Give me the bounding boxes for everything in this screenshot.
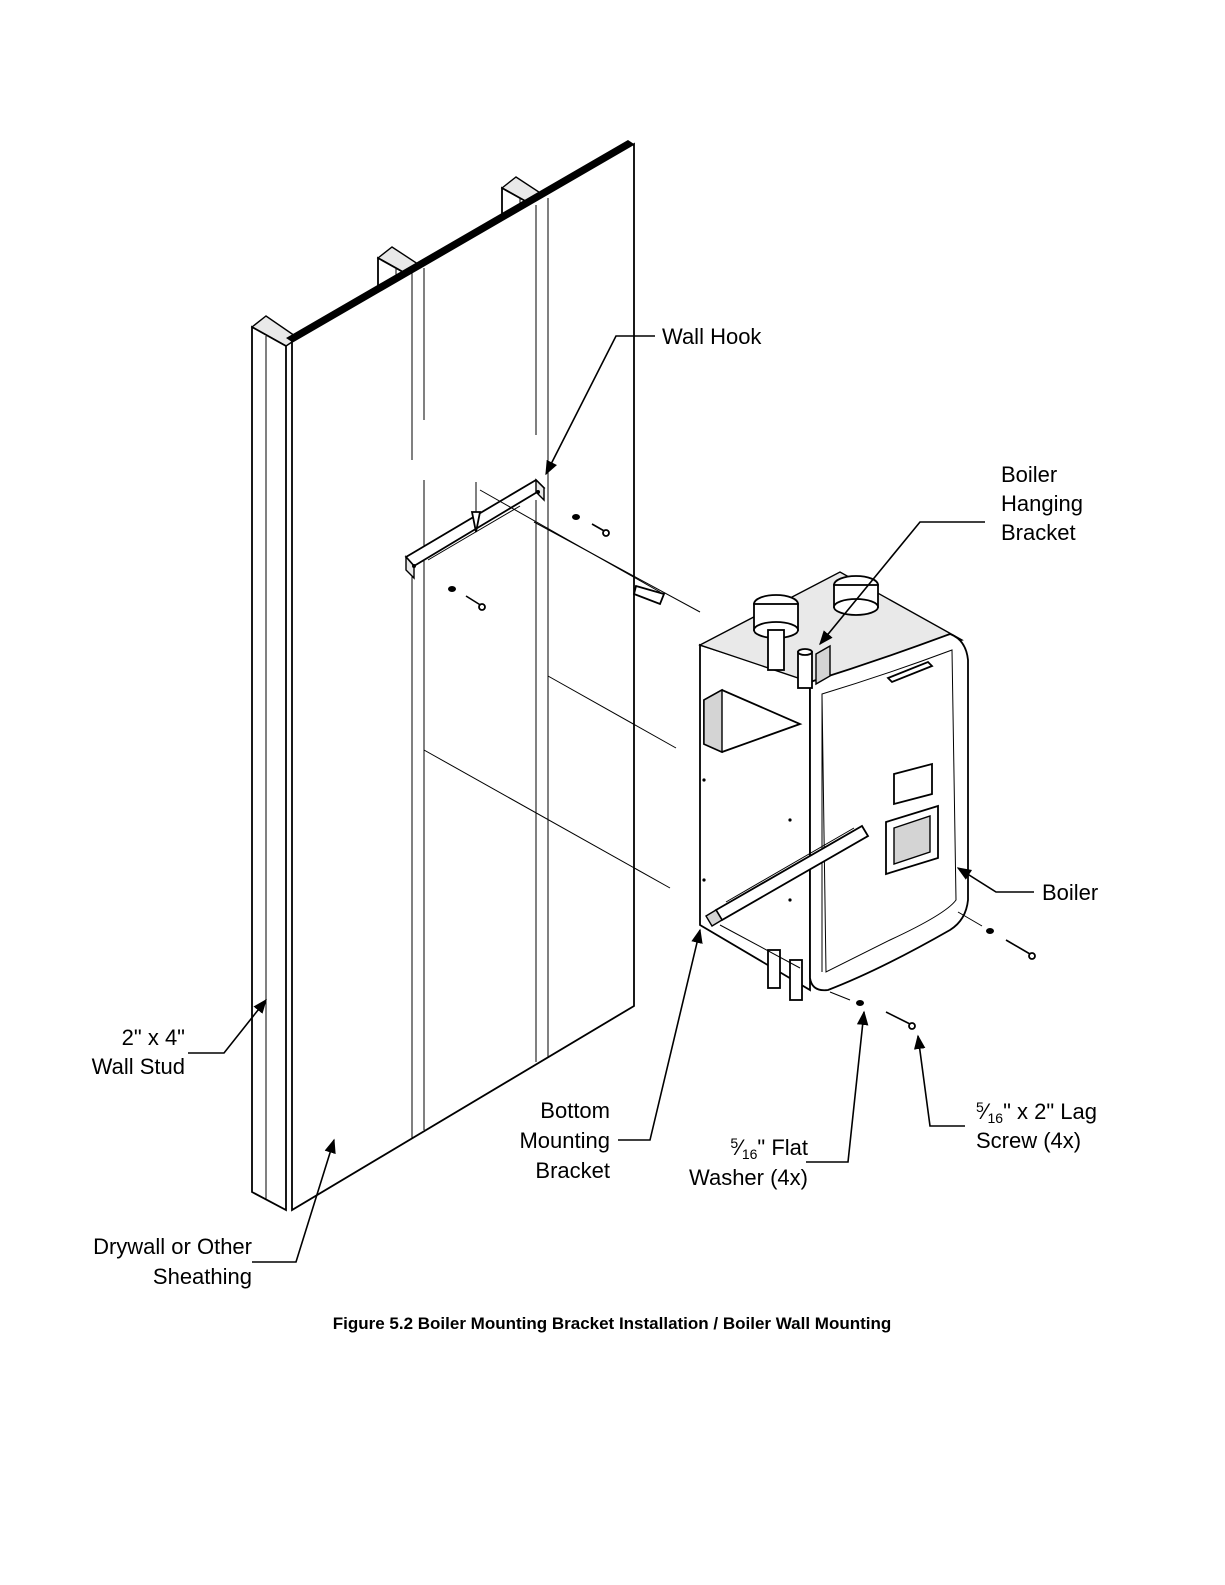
svg-text:Drywall or Other: Drywall or Other (93, 1234, 252, 1259)
svg-text:5⁄16" x 2" Lag: 5⁄16" x 2" Lag (976, 1099, 1097, 1126)
svg-text:Bracket: Bracket (1001, 520, 1076, 545)
svg-text:5⁄16" Flat: 5⁄16" Flat (730, 1135, 808, 1162)
label-sheathing: Drywall or Other Sheathing (93, 1234, 252, 1289)
label-flat-washer: 5⁄16" Flat Washer (4x) (689, 1135, 808, 1190)
svg-text:Boiler: Boiler (1001, 462, 1057, 487)
svg-text:2" x 4": 2" x 4" (122, 1025, 185, 1050)
label-boiler: Boiler (1042, 880, 1098, 905)
label-lag-screw: 5⁄16" x 2" Lag Screw (4x) (976, 1099, 1097, 1153)
label-wall-hook: Wall Hook (662, 324, 762, 349)
svg-text:Hanging: Hanging (1001, 491, 1083, 516)
svg-text:Sheathing: Sheathing (153, 1264, 252, 1289)
label-boiler-hanging-bracket: Boiler Hanging Bracket (1001, 462, 1083, 545)
svg-text:Wall Stud: Wall Stud (92, 1054, 185, 1079)
figure-caption: Figure 5.2 Boiler Mounting Bracket Insta… (333, 1314, 892, 1333)
svg-text:Mounting: Mounting (519, 1128, 610, 1153)
svg-text:Bracket: Bracket (535, 1158, 610, 1183)
label-bottom-mounting-bracket: Bottom Mounting Bracket (519, 1098, 610, 1183)
label-wall-stud: 2" x 4" Wall Stud (92, 1025, 185, 1079)
svg-text:Washer (4x): Washer (4x) (689, 1165, 808, 1190)
sheathing-panel (286, 140, 634, 1210)
svg-text:Screw (4x): Screw (4x) (976, 1128, 1081, 1153)
boiler-unit (700, 572, 968, 1000)
svg-text:Bottom: Bottom (540, 1098, 610, 1123)
